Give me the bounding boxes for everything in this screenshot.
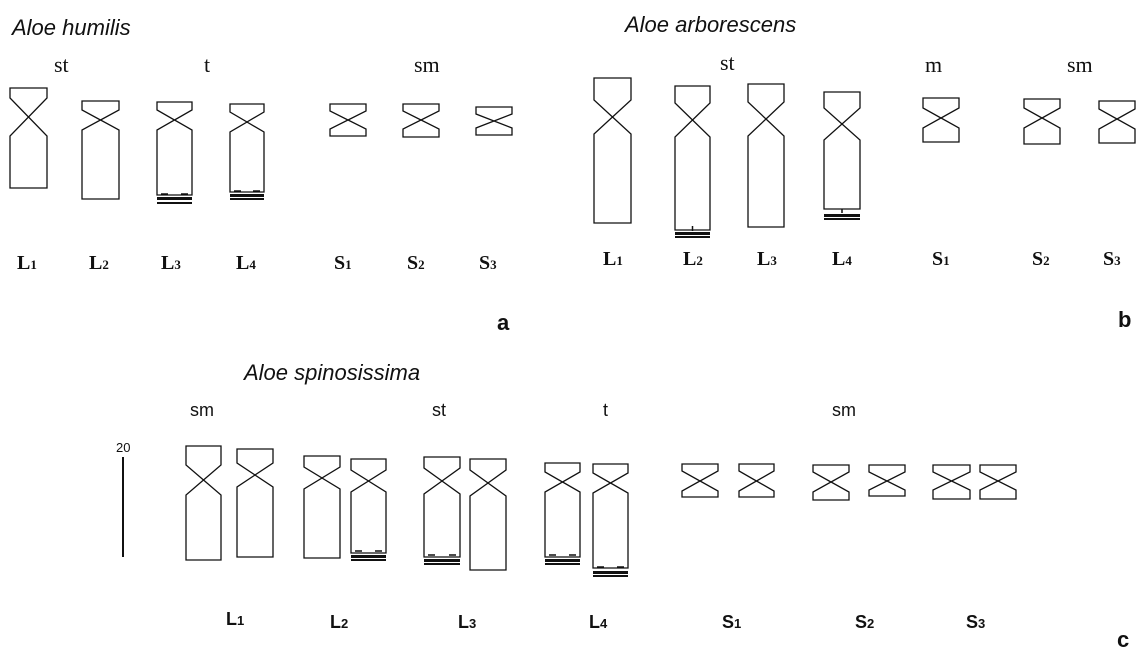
chromosome-s1 (329, 103, 367, 137)
heterochromatin-band (675, 232, 710, 235)
panel-letter: a (497, 310, 510, 335)
heterochromatin-band (824, 214, 860, 217)
label-s2: S2 (855, 612, 874, 632)
chromosome-l1 (9, 87, 48, 189)
heterochromatin-band (157, 197, 192, 200)
heterochromatin-band (157, 202, 192, 204)
label-l3: L3 (161, 252, 181, 274)
label-l2: L2 (683, 248, 703, 270)
heterochromatin-band (351, 559, 386, 561)
class-label-m: m (925, 52, 942, 77)
heterochromatin-band (351, 555, 386, 558)
chromosome-labels: L1 L2 L3 L4 S1 S2 S3 (17, 252, 497, 274)
chromosome-l3-a (423, 456, 461, 565)
label-s3: S3 (966, 612, 985, 632)
chromosome-l4 (823, 91, 861, 220)
chromosome-s2-a (812, 464, 850, 501)
heterochromatin-band (424, 559, 460, 562)
chromosome-s3-b (979, 464, 1017, 500)
chromosome-l2-b (350, 458, 387, 561)
label-l1: L1 (226, 609, 244, 629)
class-label-sm: sm (190, 400, 214, 420)
chromosome-l4 (229, 103, 265, 200)
label-l2: L2 (89, 252, 109, 274)
chromosome-l3-b (469, 458, 507, 571)
panel-letter: b (1118, 307, 1131, 332)
panel-c: Aloe spinosissima sm st t sm 20 (116, 360, 1129, 650)
chromosome-s3 (1098, 100, 1136, 144)
species-title: Aloe humilis (10, 15, 131, 40)
chromosome-s1 (922, 97, 960, 143)
class-label-sm: sm (832, 400, 856, 420)
scale-bar: 20 (116, 440, 130, 557)
label-s3: S3 (479, 252, 497, 274)
class-label-st: st (432, 400, 446, 420)
class-label-sm: sm (1067, 52, 1093, 77)
chromosome-s3 (475, 106, 513, 136)
species-title: Aloe spinosissima (242, 360, 420, 385)
chromosome-l2 (81, 100, 120, 200)
class-label-st: st (720, 50, 735, 75)
chromosome-s1-a (681, 463, 719, 498)
chromosome-l2 (674, 85, 711, 238)
chromosome-l4-a (544, 462, 581, 565)
label-l4: L4 (589, 612, 608, 632)
heterochromatin-band (593, 571, 628, 574)
chromosome-l1 (593, 77, 632, 224)
label-l3: L3 (757, 248, 777, 270)
chromosome-l4-b (592, 463, 629, 577)
label-l1: L1 (17, 252, 37, 274)
chromosome-row (593, 77, 1136, 238)
heterochromatin-band (424, 563, 460, 565)
chromosome-l1-b (236, 448, 274, 558)
panel-letter: c (1117, 627, 1129, 650)
chromosome-l3 (747, 83, 785, 228)
label-s1: S1 (722, 612, 741, 632)
label-s2: S2 (1032, 248, 1050, 270)
chromosome-labels: L1 L2 L3 L4 S1 S2 S3 (603, 248, 1121, 270)
heterochromatin-band (545, 559, 580, 562)
panel-b: Aloe arborescens st m sm (593, 12, 1136, 332)
heterochromatin-band (230, 198, 264, 200)
heterochromatin-band (230, 194, 264, 197)
label-s2: S2 (407, 252, 425, 274)
heterochromatin-band (545, 563, 580, 565)
label-s1: S1 (932, 248, 950, 270)
chromosome-s1-b (738, 463, 775, 498)
scale-bar-label: 20 (116, 440, 130, 455)
heterochromatin-band (675, 236, 710, 238)
label-l2: L2 (330, 612, 348, 632)
chromosome-s2 (402, 103, 440, 138)
chromosome-row (185, 445, 1017, 577)
chromosome-labels: L1 L2 L3 L4 S1 S2 S3 (226, 609, 985, 632)
heterochromatin-band (824, 218, 860, 220)
label-l3: L3 (458, 612, 476, 632)
chromosome-l2-a (303, 455, 341, 559)
chromosome-s3-a (932, 464, 971, 500)
class-label-st: st (54, 52, 69, 77)
label-s3: S3 (1103, 248, 1121, 270)
class-label-sm: sm (414, 52, 440, 77)
label-l1: L1 (603, 248, 623, 270)
heterochromatin-band (593, 575, 628, 577)
label-l4: L4 (832, 248, 852, 270)
chromosome-l1-a (185, 445, 222, 561)
chromosome-s2-b (868, 464, 906, 497)
species-title: Aloe arborescens (623, 12, 796, 37)
chromosome-row (9, 87, 513, 204)
chromosome-s2 (1023, 98, 1061, 145)
panel-a: Aloe humilis st t sm (9, 15, 513, 335)
class-label-t: t (603, 400, 608, 420)
label-s1: S1 (334, 252, 352, 274)
label-l4: L4 (236, 252, 256, 274)
chromosome-l3 (156, 101, 193, 204)
class-label-t: t (204, 52, 210, 77)
